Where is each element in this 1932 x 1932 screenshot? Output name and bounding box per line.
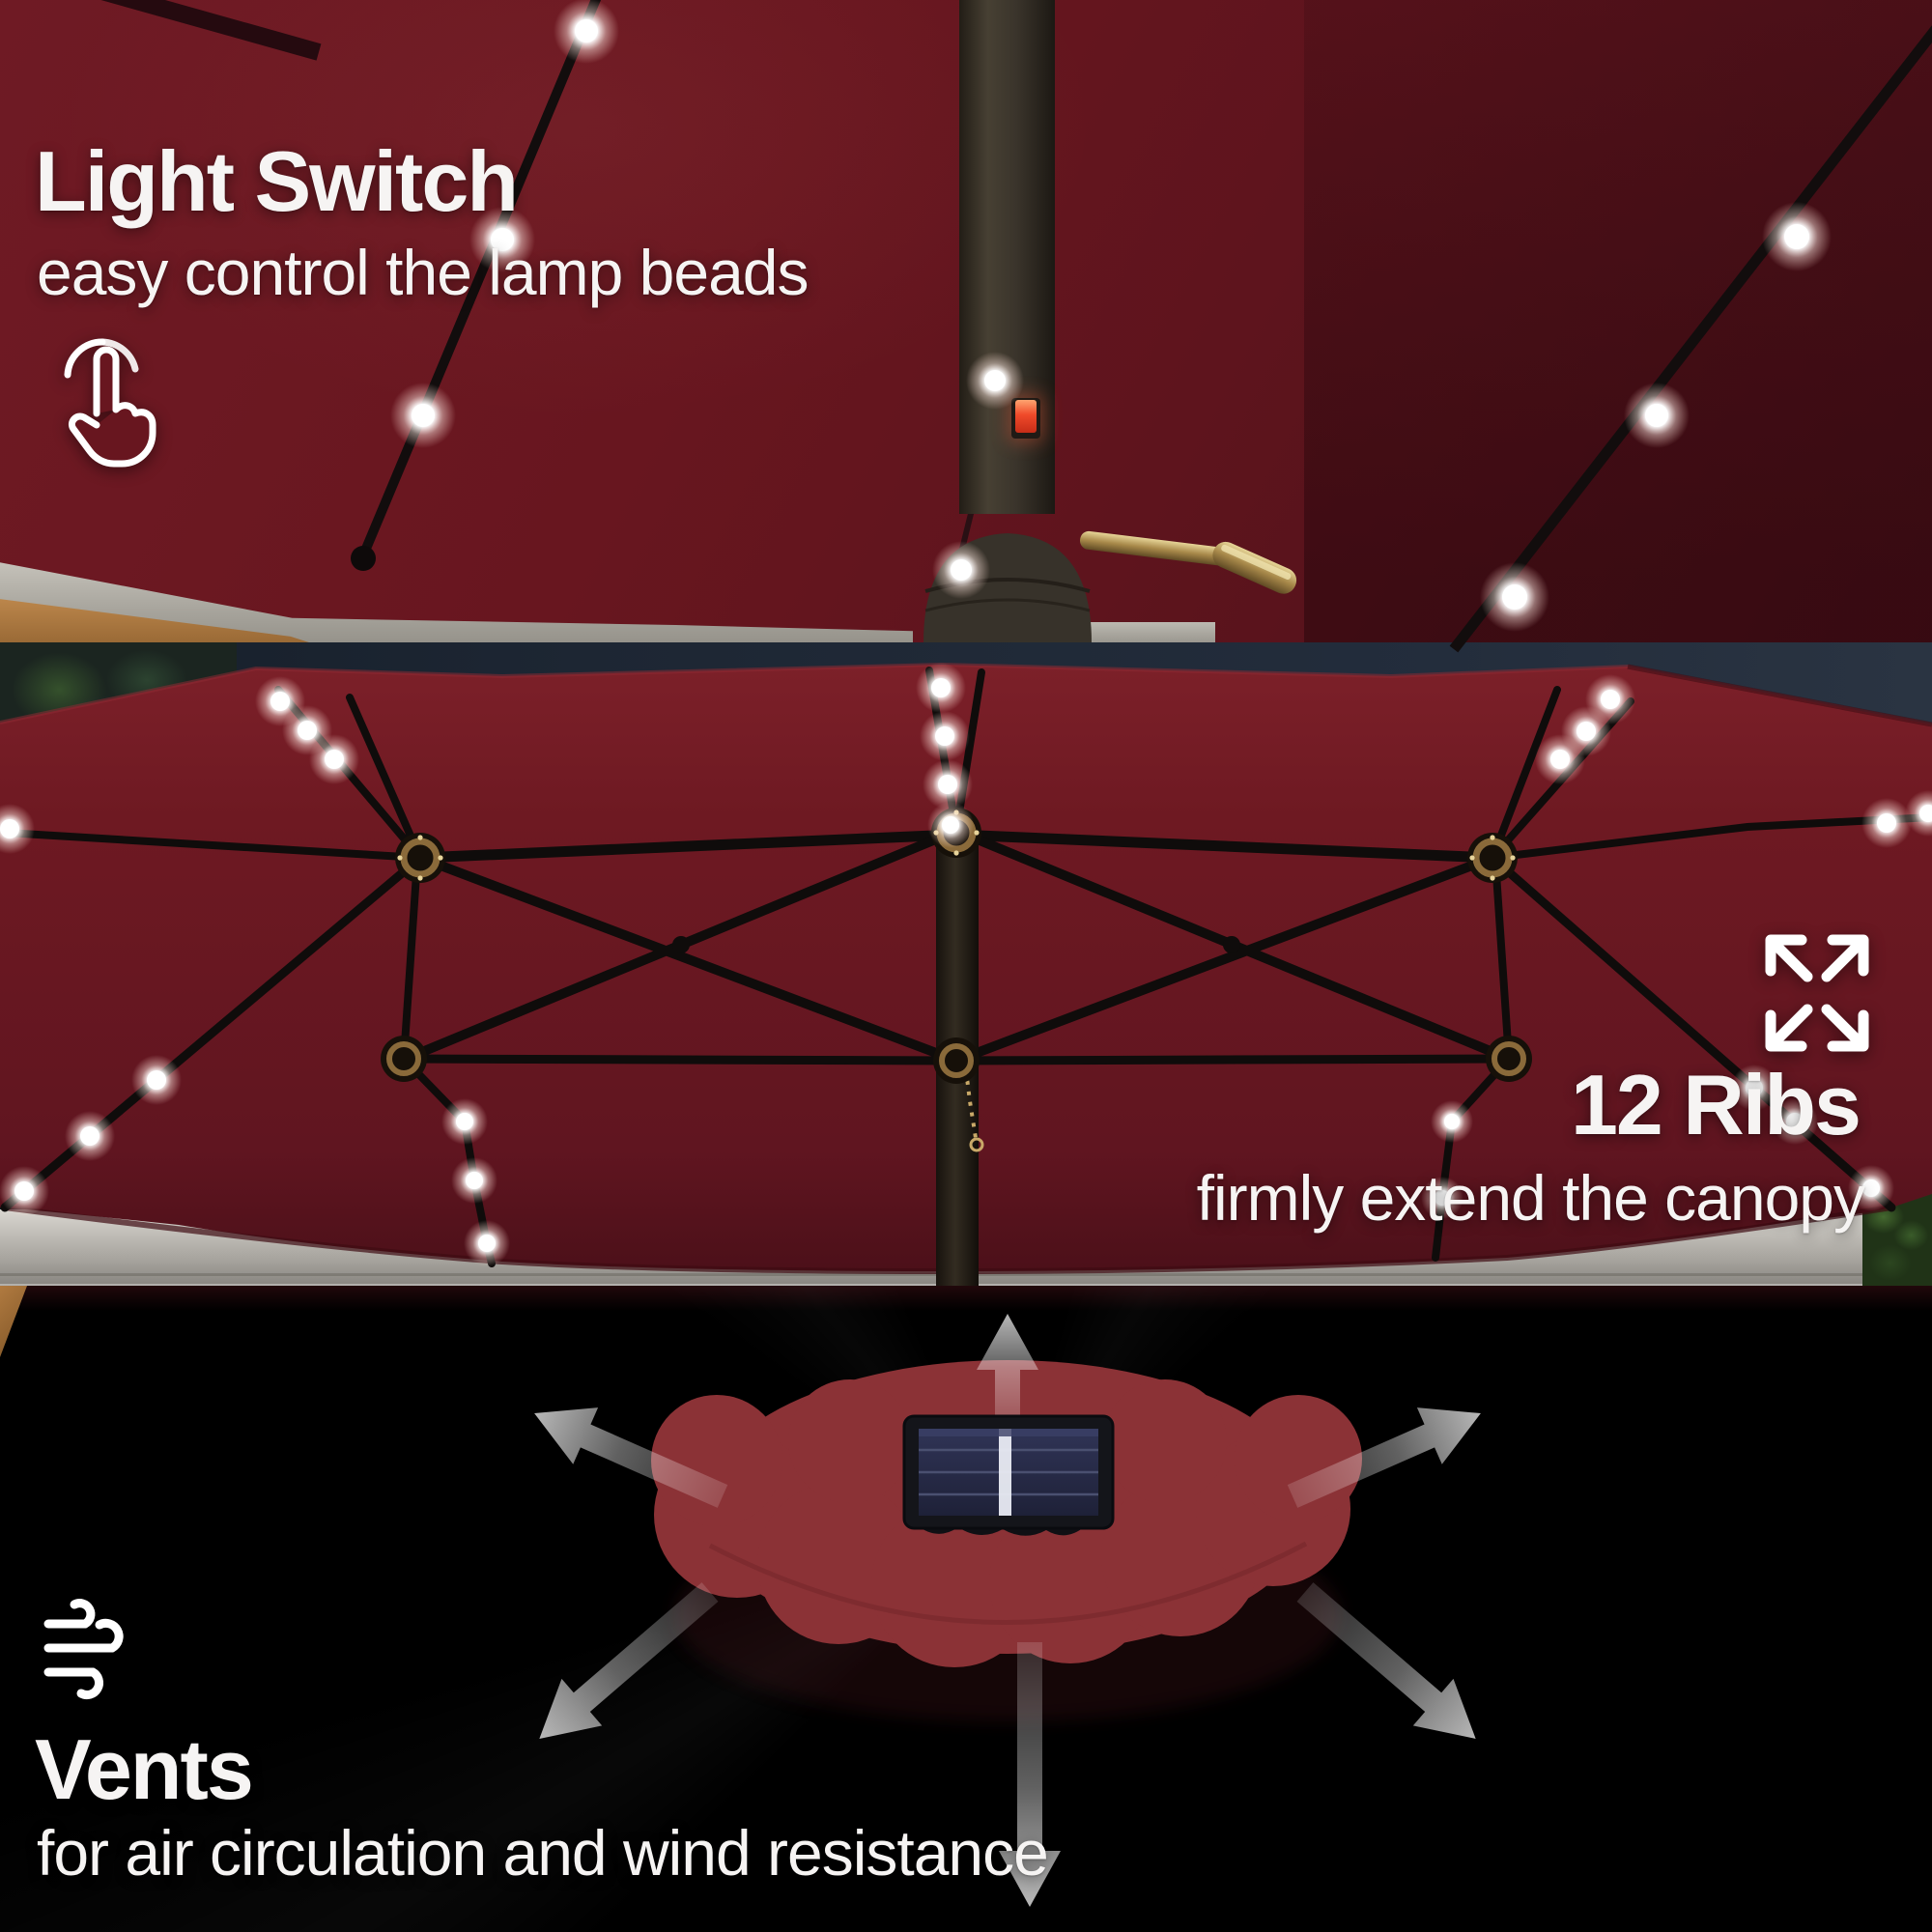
rib-left-end-cap [351, 546, 376, 571]
section2-subheading: firmly extend the canopy [1196, 1162, 1865, 1234]
crank-arm [1080, 530, 1233, 566]
chain-hook [969, 1137, 984, 1152]
pull-chain [964, 1069, 978, 1139]
section3-heading: Vents [35, 1721, 254, 1817]
section1-heading: Light Switch [35, 133, 519, 229]
rib-left [358, 0, 602, 560]
expand-arrows-icon [1765, 934, 1869, 1052]
section3-top-shadow [0, 1286, 1932, 1311]
switch-rocker [1015, 400, 1037, 433]
tap-hand-icon [64, 338, 156, 468]
dome-seam2 [924, 598, 1091, 612]
section3-vent-and-panel [534, 1314, 1481, 1907]
section2-canopy-and-frame [0, 662, 1932, 1286]
solar-panel [902, 1414, 1115, 1536]
section2-led-beads [0, 663, 1932, 1266]
wind-icon [43, 1599, 124, 1700]
rib-corner [100, 0, 322, 61]
section1-wall-patch [1090, 622, 1215, 642]
vent-fold [708, 1541, 1308, 1625]
section1-ribs-and-pole [100, 0, 1932, 653]
section1-led-beads [390, 0, 1832, 632]
crank-knob [1212, 541, 1297, 594]
section1-subheading: easy control the lamp beads [37, 237, 809, 308]
airflow-arrows [534, 1314, 1481, 1907]
rib-right [1449, 25, 1932, 653]
light-switch-glow [1008, 394, 1044, 442]
section2-heading: 12 Ribs [1570, 1057, 1861, 1152]
section3-subheading: for air circulation and wind resistance [37, 1817, 1049, 1889]
panel-stripe [999, 1429, 1011, 1516]
section1-shading [1304, 0, 1932, 642]
